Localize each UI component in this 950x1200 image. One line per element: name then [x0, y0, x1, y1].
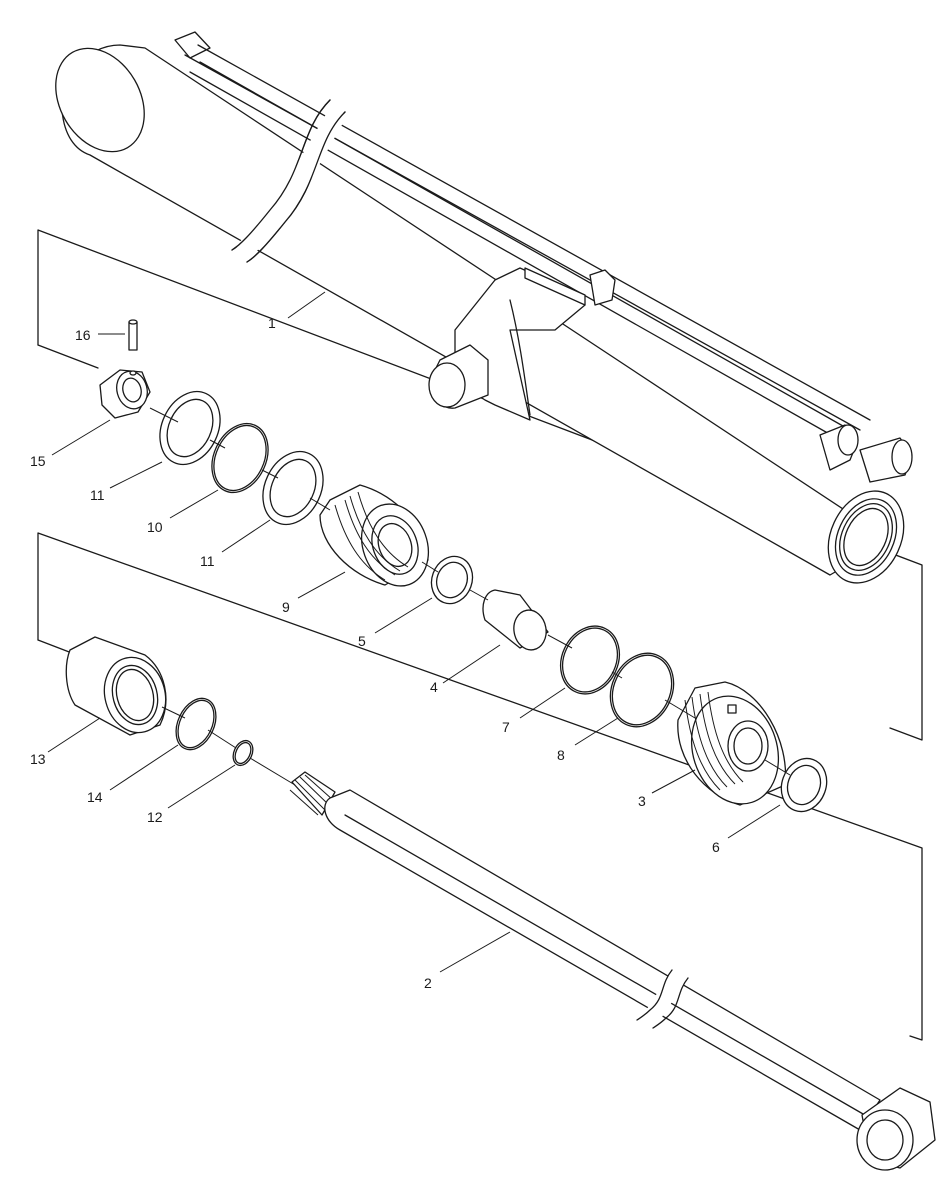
- callout-4: 4: [430, 679, 438, 695]
- callout-5: 5: [358, 633, 366, 649]
- upper-assembly-plane: [37, 229, 923, 741]
- part-7-o-ring: [559, 625, 621, 695]
- callout-14: 14: [87, 789, 103, 805]
- part-11-seal-ring-a: [159, 390, 221, 466]
- leader-lines: [47, 291, 781, 973]
- callout-3: 3: [638, 793, 646, 809]
- part-16-pin: [128, 319, 138, 351]
- upper-centerline: [149, 407, 791, 776]
- part-9-piston: [319, 484, 429, 587]
- callout-2: 2: [424, 975, 432, 991]
- lower-centerline: [161, 706, 296, 786]
- callout-8: 8: [557, 747, 565, 763]
- callout-15: 15: [30, 453, 46, 469]
- part-6-wiper-seal: [780, 757, 828, 813]
- part-10-o-ring: [211, 422, 269, 494]
- part-11-seal-ring-b: [262, 450, 324, 526]
- part-15-nut: [99, 369, 151, 419]
- part-5-wear-ring: [430, 555, 474, 605]
- part-8-backup-ring: [609, 652, 675, 728]
- callout-11-first: 11: [90, 487, 105, 503]
- callout-1: 1: [268, 315, 276, 331]
- part-1-cylinder-barrel: [55, 31, 913, 584]
- callout-6: 6: [712, 839, 720, 855]
- part-4-bushing: [482, 589, 549, 651]
- part-3-gland: [677, 681, 787, 806]
- part-14-o-ring: [175, 697, 217, 751]
- callout-11-second: 11: [200, 553, 215, 569]
- callout-labels: 1 2 3 4 5 6 7 8 9 10 11 11 12 13 14 15 1…: [30, 315, 720, 991]
- part-2-piston-rod: [289, 771, 936, 1171]
- part-12-o-ring: [232, 739, 254, 767]
- callout-12: 12: [147, 809, 163, 825]
- callout-16: 16: [75, 327, 91, 343]
- callout-7: 7: [502, 719, 510, 735]
- callout-9: 9: [282, 599, 290, 615]
- part-13-head: [65, 636, 167, 736]
- callout-13: 13: [30, 751, 46, 767]
- callout-10: 10: [147, 519, 163, 535]
